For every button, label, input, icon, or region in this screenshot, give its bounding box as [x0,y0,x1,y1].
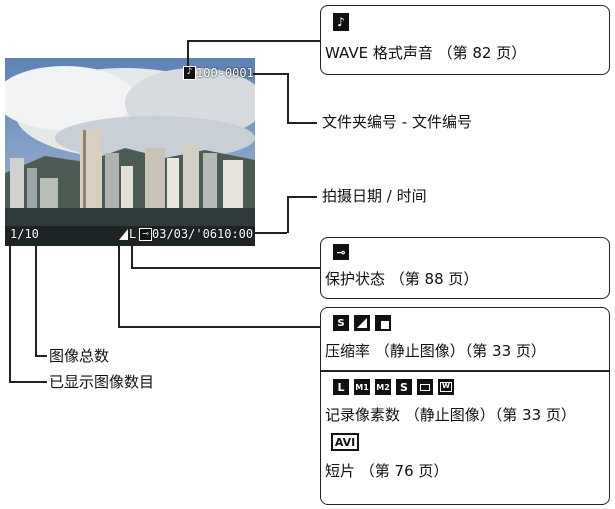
image-counter-osd: 1/10 [10,227,39,241]
large-size-icon: L [333,379,349,395]
file-number-osd: 100-0001 [196,66,254,80]
compression-pixels-movie-callout: S 压缩率 （静止图像）（第 33 页） L M1 M2 S W 记录像素数 （… [320,307,610,505]
wave-sound-label: WAVE 格式声音 （第 82 页） [325,44,527,62]
displayed-image-label: 已显示图像数目 [49,373,155,391]
protect-callout: ⊸ 保护状态 （第 88 页） [320,237,610,299]
widescreen-icon: W [438,379,454,395]
medium2-size-icon: M2 [375,379,391,395]
city-skyline-image [5,58,255,246]
fine-icon [354,315,370,331]
postcard-icon [417,379,433,395]
date-osd: 03/03/'06 [152,227,218,241]
folder-file-number-label: 文件夹编号 - 文件编号 [322,113,472,131]
small-size-icon: S [396,379,412,395]
sound-memo-icon: ♪ [183,66,196,80]
compression-label: 压缩率 （静止图像）（第 33 页） [325,342,546,360]
protect-icon: ⊸ [139,228,152,241]
normal-icon [375,315,391,331]
camera-lcd-screen: ♪ 100-0001 1/10 L ⊸ 03/03/'06 10:00 [5,58,255,246]
resolution-osd: L [129,227,137,241]
medium1-size-icon: M1 [354,379,370,395]
superfine-icon: S [333,315,349,331]
total-images-label: 图像总数 [49,347,110,365]
avi-movie-icon: AVI [331,433,359,451]
wave-sound-callout: ♪ WAVE 格式声音 （第 82 页） [320,5,610,75]
sound-memo-icon: ♪ [333,13,349,31]
shooting-datetime-label: 拍摄日期 / 时间 [322,187,427,205]
recording-pixels-label: 记录像素数 （静止图像）（第 33 页） [325,406,576,424]
protect-icon: ⊸ [333,244,349,260]
compression-icon [119,229,128,240]
movie-label: 短片 （第 76 页） [325,462,449,480]
protect-label: 保护状态 （第 88 页） [325,270,479,288]
time-osd: 10:00 [217,227,254,241]
